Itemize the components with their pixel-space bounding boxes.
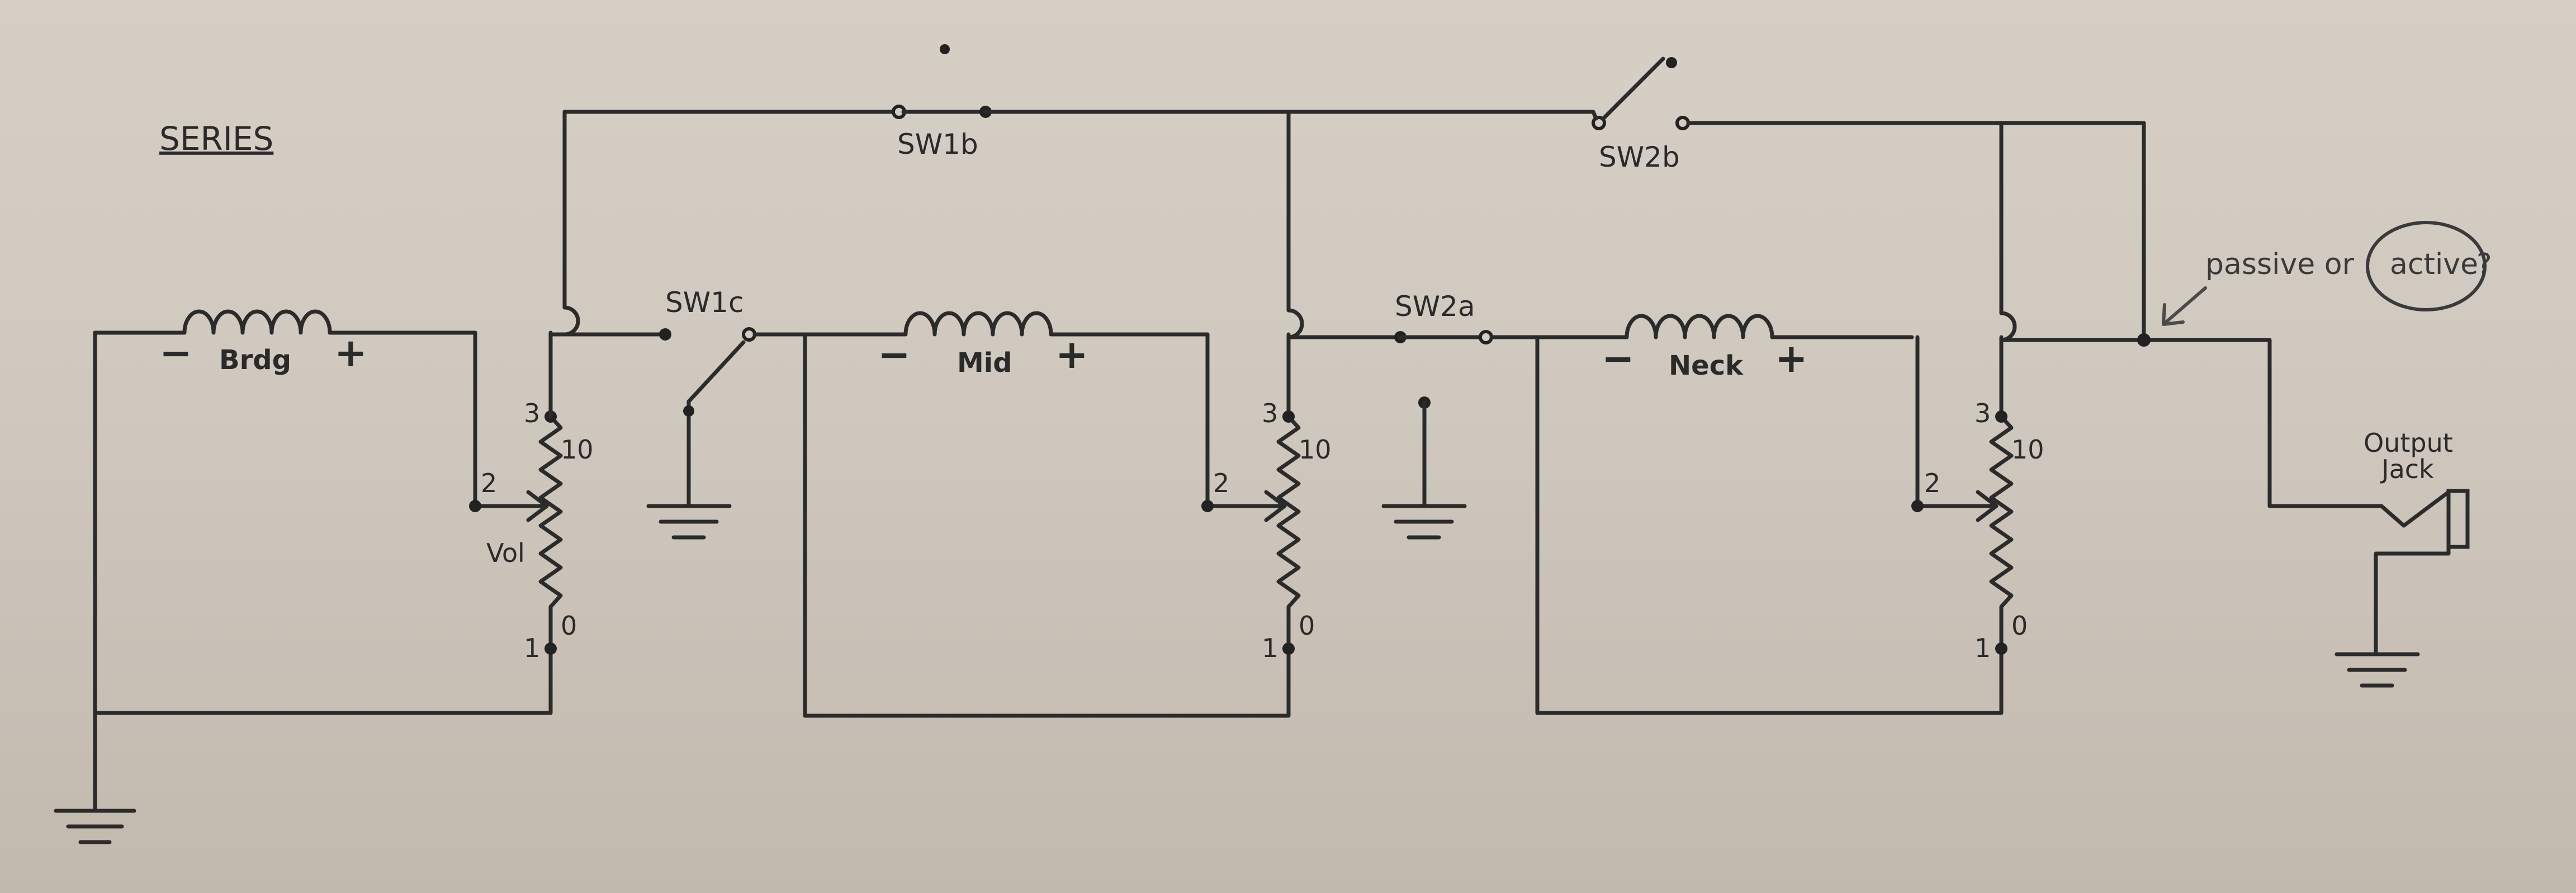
bridge-section: − Brdg + 3 2 1 10 0 Vol <box>54 309 594 844</box>
bridge-pot-track <box>538 330 563 645</box>
neck-section: − Neck + 3 2 1 10 0 <box>1489 314 2044 715</box>
switch-sw1c: SW1c <box>548 286 756 540</box>
mid-pot-pin1-dot <box>1282 642 1295 655</box>
mid-pot-pin3-dot <box>1282 410 1295 423</box>
jack-sleeve <box>2446 489 2470 549</box>
neck-pot-pin3-dot <box>1995 410 2007 423</box>
mid-wiper-arrow <box>1244 490 1287 522</box>
bridge-pickup-minus: − <box>159 330 192 376</box>
bridge-pot-high: 10 <box>561 434 594 465</box>
bridge-pickup-label: Brdg <box>219 344 291 376</box>
sw2b-out-wire <box>1686 121 2146 341</box>
neck-pot-pin1-dot <box>1995 642 2007 655</box>
diagram-title: SERIES <box>159 120 273 158</box>
mid-pickup-minus: − <box>878 332 911 377</box>
sw2b-pivot-dot <box>1666 57 1677 68</box>
neck-pot-pin2-dot <box>1911 500 1924 512</box>
sw1c-label: SW1c <box>665 286 744 319</box>
neck-pickup-coil <box>1489 314 1914 339</box>
neck-pickup-minus: − <box>1602 336 1635 381</box>
output-wire <box>1999 338 2384 508</box>
neck-pot-low: 0 <box>2011 611 2028 641</box>
sw1c-common-contact <box>659 328 671 341</box>
mid-section: − Mid + 3 2 1 10 0 <box>752 311 1332 718</box>
bridge-bypass-rail <box>548 110 580 419</box>
output-junction-dot <box>2137 333 2151 347</box>
bridge-pot-pin1: 1 <box>524 633 540 663</box>
sw2b-label: SW2b <box>1599 141 1680 173</box>
annotation-arrow <box>2162 286 2207 326</box>
switch-sw2a: SW2a <box>1286 290 1493 540</box>
neck-wiper-arrow <box>1957 490 1999 522</box>
neck-pot-track <box>1989 335 2014 645</box>
bridge-pot-pin2: 2 <box>481 468 497 498</box>
bridge-wiper-arrow <box>506 490 549 522</box>
mid-pot-low: 0 <box>1299 611 1315 641</box>
neck-pot-pin3: 3 <box>1974 398 1991 428</box>
neck-pot-pin1: 1 <box>1974 633 1991 663</box>
switch-sw2b: SW2b <box>1591 56 2146 341</box>
mid-ground-rail <box>803 332 1291 718</box>
output-jack-label-line2: Jack <box>2380 454 2434 484</box>
neck-pickup-plus: + <box>1775 336 1808 381</box>
bridge-ground-rail <box>93 330 553 715</box>
switch-sw1b: SW1b <box>892 44 992 160</box>
mid-pot-pin3: 3 <box>1262 398 1278 428</box>
main-ground-symbol <box>54 711 136 844</box>
bridge-pot-pin2-dot <box>469 500 481 512</box>
bridge-pickup-coil <box>93 309 477 335</box>
sw1c-lever <box>686 340 746 404</box>
output-jack: Output Jack <box>2334 428 2470 688</box>
mid-pickup-plus: + <box>1055 332 1088 377</box>
annotation-text-b: active <box>2390 248 2478 281</box>
mid-pot-pin2-dot <box>1201 500 1214 512</box>
bridge-pickup-plus: + <box>334 330 367 376</box>
sw1c-ground-dot <box>683 405 694 417</box>
jack-ground-wire <box>2374 545 2451 656</box>
sw1c-ground-symbol <box>646 504 732 540</box>
mid-pot-high: 10 <box>1299 434 1332 465</box>
sw2b-lever <box>1601 56 1665 121</box>
mid-bypass-link <box>1286 110 1304 343</box>
neck-pot-pin2: 2 <box>1924 468 1940 498</box>
sw2a-label: SW2a <box>1395 290 1475 323</box>
mid-pot-track <box>1276 332 1301 645</box>
sw1b-label: SW1b <box>897 128 978 160</box>
mid-pot-pin2: 2 <box>1213 468 1229 498</box>
sw2b-feed <box>1591 110 1598 121</box>
neck-pickup-label: Neck <box>1669 350 1744 381</box>
annotation-circle <box>2366 221 2487 311</box>
stray-pen-dot <box>940 44 950 54</box>
sw2a-ground-symbol <box>1381 504 1467 540</box>
neck-bypass-link <box>1999 121 2017 346</box>
bridge-pot-pin1-dot <box>544 642 557 655</box>
jack-ground-symbol <box>2334 652 2420 688</box>
bridge-pot-low: 0 <box>561 611 577 641</box>
mid-pot-pin1: 1 <box>1262 633 1278 663</box>
handwritten-annotation: passive or active ? <box>2162 221 2492 326</box>
volume-pot-label: Vol <box>486 538 525 568</box>
bridge-pot-pin3: 3 <box>524 398 540 428</box>
neck-pot-high: 10 <box>2011 434 2044 465</box>
annotation-text-a: passive or <box>2205 248 2355 281</box>
output-jack-label-line1: Output <box>2364 428 2453 458</box>
mid-pickup-coil <box>752 311 1210 337</box>
mid-pickup-label: Mid <box>957 347 1012 379</box>
jack-tip <box>2379 490 2451 528</box>
neck-ground-rail <box>1535 335 2004 715</box>
